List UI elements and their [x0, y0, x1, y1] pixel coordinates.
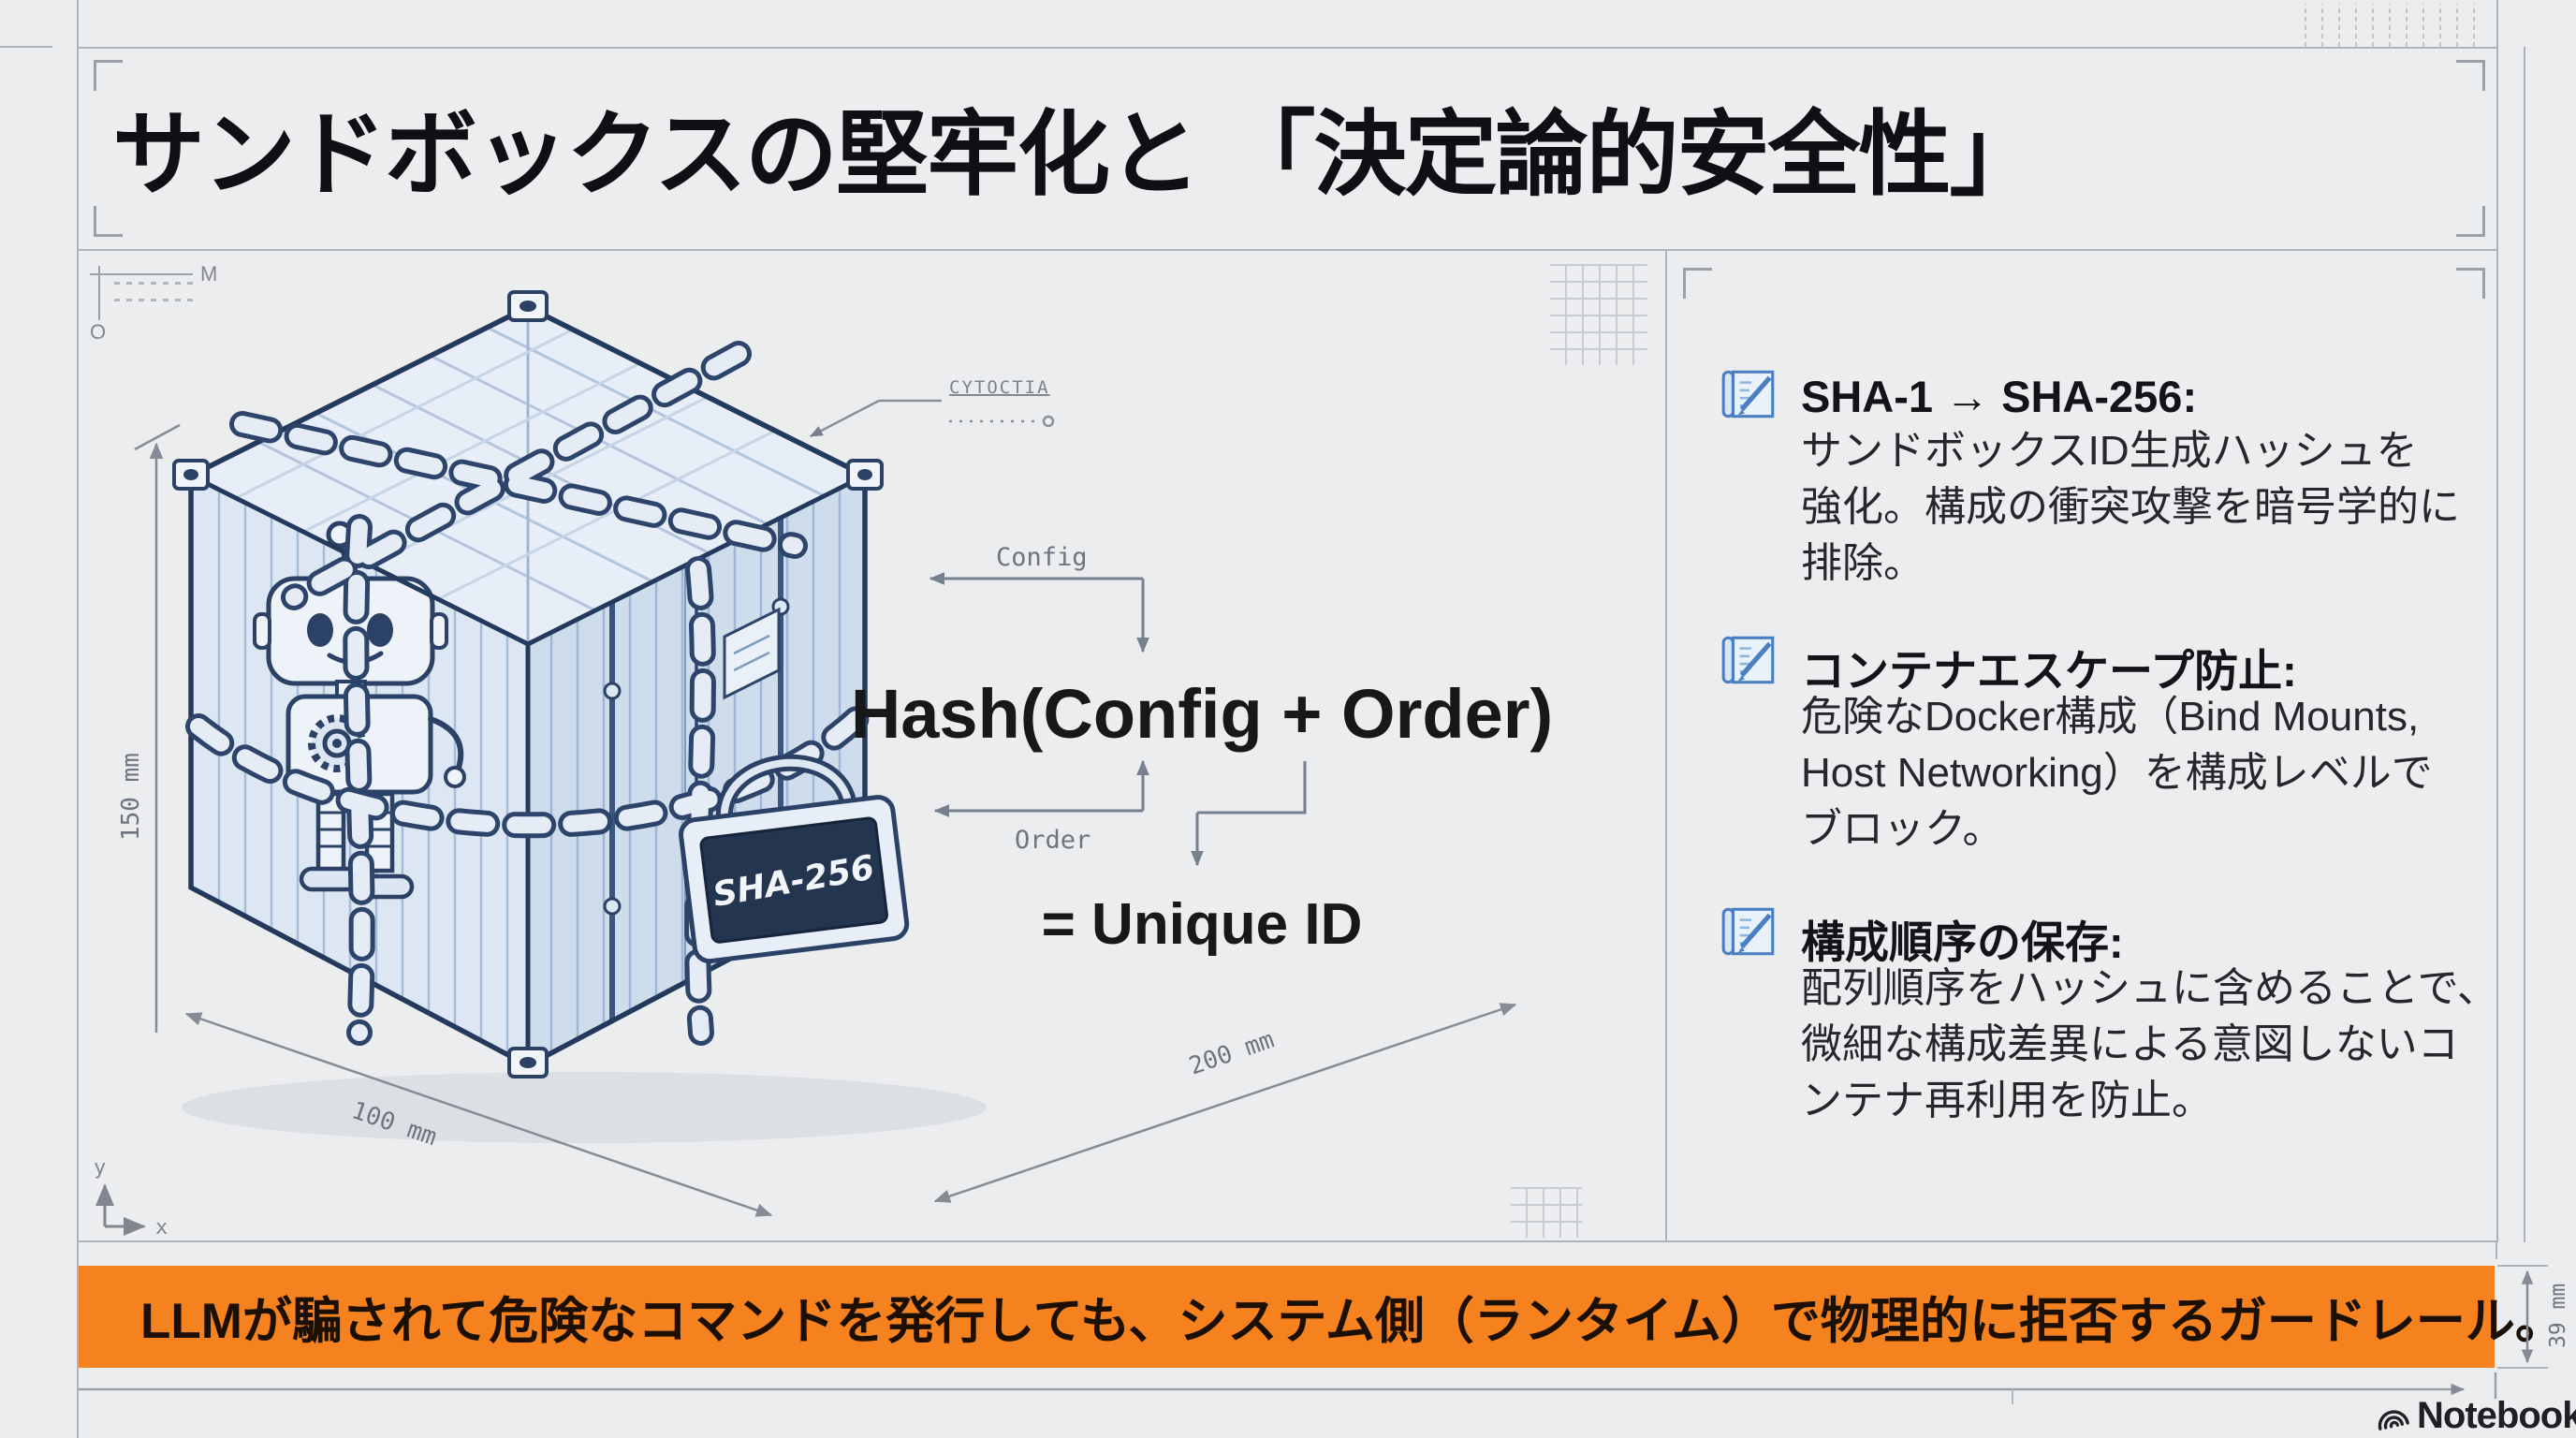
order-label: Order — [1015, 826, 1090, 855]
origin-label-m: M — [200, 262, 218, 286]
title-bottom-line — [79, 249, 2497, 251]
bullet-line: ンテナ再利用を防止。 — [1801, 1078, 2213, 1123]
blueprint-icon — [1721, 907, 1775, 956]
origin-dashes-2 — [114, 299, 193, 301]
hash-formula: Hash(Config + Order) — [851, 675, 1553, 753]
content-bottom-line — [79, 1240, 2496, 1242]
title-top-line — [79, 47, 2497, 49]
bullet-heading-2: コンテナエスケープ防止: — [1801, 646, 2297, 696]
blueprint-icon — [1721, 636, 1775, 684]
bullet-line: 微細な構成差異による意図しないコ — [1801, 1021, 2459, 1067]
margin-line-right-outer — [2524, 47, 2525, 1242]
banner-dimension: 39 mm — [2497, 1265, 2570, 1369]
warning-banner: LLMが騙されて危険なコマンドを発行しても、システム側（ランタイム）で物理的に拒… — [79, 1266, 2565, 1368]
page-title: サンドボックスの堅牢化と 「決定論的安全性」 — [112, 102, 2042, 206]
bullet-line: 強化。構成の衝突攻撃を暗号学的に — [1801, 484, 2460, 530]
axis-label-x: x — [155, 1216, 168, 1240]
bullet-heading-3: 構成順序の保存: — [1801, 917, 2124, 967]
bullet-line: Host Networking）を構成レベルで — [1801, 750, 2433, 796]
notebooklm-icon — [2378, 1410, 2409, 1431]
bullet-line: 配列順序をハッシュに含めることで、 — [1801, 965, 2498, 1011]
title-bracket-tr — [2456, 60, 2485, 91]
margin-line-right-inner — [2496, 0, 2498, 1242]
dim-height-label: 150 mm — [117, 753, 145, 841]
grid-patch-top — [1550, 264, 1647, 365]
config-label: Config — [996, 543, 1088, 572]
title-bracket-tl — [94, 60, 123, 91]
container-illustration: SHA-256 — [172, 290, 910, 1078]
blueprint-drawing: SHA-256 150 mm 100 mm 200 mm CYTOCTIA Co… — [117, 290, 1553, 1217]
axis-label-y: y — [94, 1156, 106, 1180]
axis-indicator: y x — [94, 1156, 168, 1240]
title-bracket-bl — [94, 206, 123, 237]
content-bottom-tick — [2496, 1240, 2497, 1259]
banner-text: LLMが騙されて危険なコマンドを発行しても、システム側（ランタイム）で物理的に拒… — [140, 1293, 2565, 1349]
ruler-ticks — [2305, 4, 2488, 47]
margin-line-left — [77, 0, 79, 1438]
container-shadow — [182, 1072, 987, 1143]
origin-dashes-1 — [114, 282, 193, 285]
hash-flow-arrows — [929, 572, 1307, 867]
dimension-annotations — [134, 423, 1517, 1217]
bullet-body-2: 危険なDocker構成（Bind Mounts, Host Networking… — [1801, 689, 2497, 858]
blueprint-icon — [1721, 370, 1775, 418]
unique-id: = Unique ID — [1042, 892, 1363, 957]
callout — [809, 399, 1055, 438]
origin-label-o: O — [90, 320, 107, 344]
bullet-body-3: 配列順序をハッシュに含めることで、 微細な構成差異による意図しないコ ンテナ再利… — [1801, 961, 2498, 1129]
panel-divider — [1665, 251, 1667, 1241]
notebooklm-wordmark: NotebookLM — [2417, 1395, 2576, 1436]
title-bracket-br — [2456, 206, 2485, 237]
bullet-line: 排除。 — [1801, 540, 1925, 586]
grid-patch-bottom — [1511, 1187, 1582, 1238]
bottom-dimension-line — [79, 1372, 2497, 1404]
bullet-line: ブロック。 — [1801, 806, 2004, 852]
right-panel-bracket-tr — [2456, 268, 2485, 299]
sha256-padlock: SHA-256 — [679, 754, 910, 964]
banner-dim-label: 39 mm — [2546, 1284, 2570, 1348]
origin-mark-vline — [98, 266, 100, 320]
right-panel-bracket-tl — [1683, 268, 1712, 299]
bullet-line: サンドボックスID生成ハッシュを — [1801, 428, 2418, 474]
origin-mark-hline — [90, 273, 193, 275]
callout-label: CYTOCTIA — [949, 377, 1050, 398]
margin-stub-topleft — [0, 46, 52, 48]
bullet-line: 危険なDocker構成（Bind Mounts, — [1801, 694, 2420, 740]
dim-right-label: 200 mm — [1186, 1026, 1279, 1081]
chains — [185, 341, 871, 1046]
bullet-body-1: サンドボックスID生成ハッシュを 強化。構成の衝突攻撃を暗号学的に 排除。 — [1801, 423, 2497, 592]
bullet-heading-1: SHA-1 → SHA-256: — [1801, 372, 2198, 421]
